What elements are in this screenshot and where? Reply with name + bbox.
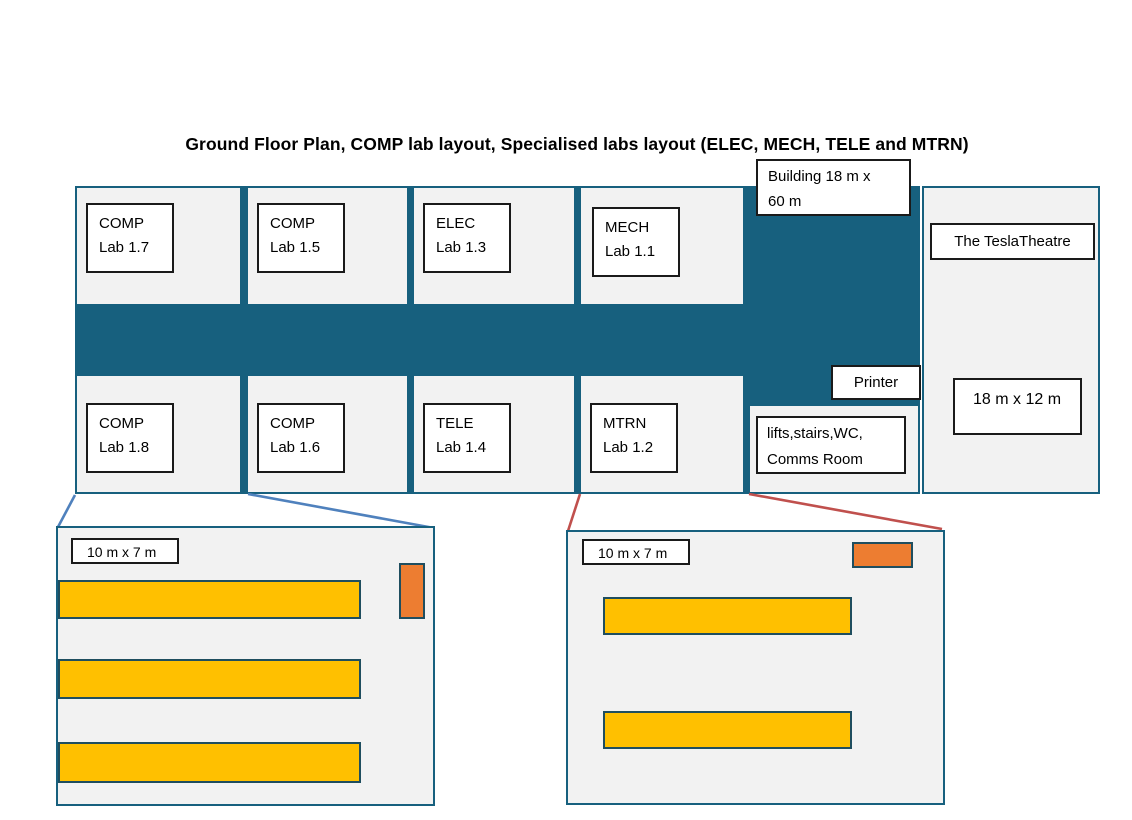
room-label-line1: MTRN (603, 415, 647, 432)
room-label-mtrn-lab-1-2: MTRN Lab 1.2 (590, 403, 678, 473)
specialised-lab-dimensions-label: 10 m x 7 m (582, 539, 690, 565)
room-label-comp-lab-1-8: COMP Lab 1.8 (86, 403, 174, 473)
equipment-desk (399, 563, 425, 619)
building-size-line1: Building 18 m x (768, 168, 871, 185)
comp-lab-dimensions-label: 10 m x 7 m (71, 538, 179, 564)
building-size-label: Building 18 m x 60 m (756, 159, 911, 216)
room-label-line2: Lab 1.1 (605, 243, 656, 260)
lab-bench (58, 742, 361, 783)
services-label-line1: lifts,stairs,WC, (767, 425, 863, 442)
room-tele-lab-1-4: TELE Lab 1.4 (412, 374, 576, 494)
services-label-line2: Comms Room (767, 451, 863, 468)
room-label-tele-lab-1-4: TELE Lab 1.4 (423, 403, 511, 473)
building-size-line2: 60 m (768, 193, 802, 210)
room-label-line2: Lab 1.4 (436, 439, 487, 456)
room-comp-lab-1-8: COMP Lab 1.8 (75, 374, 242, 494)
room-label-elec-lab-1-3: ELEC Lab 1.3 (423, 203, 511, 273)
callout-line-spec-left (566, 493, 582, 532)
lab-bench (603, 711, 852, 749)
room-label-line1: COMP (99, 415, 144, 432)
room-mech-lab-1-1: MECH Lab 1.1 (579, 186, 745, 306)
room-elec-lab-1-3: ELEC Lab 1.3 (412, 186, 576, 306)
lab-bench (58, 580, 361, 619)
printer-label: Printer (831, 365, 921, 400)
room-label-line1: ELEC (436, 215, 476, 232)
room-label-line2: Lab 1.2 (603, 439, 654, 456)
room-label-line2: Lab 1.6 (270, 439, 321, 456)
room-label-line2: Lab 1.3 (436, 239, 487, 256)
room-mtrn-lab-1-2: MTRN Lab 1.2 (579, 374, 745, 494)
room-label-line1: TELE (436, 415, 474, 432)
theatre-dimensions-label: 18 m x 12 m (953, 378, 1082, 435)
room-label-comp-lab-1-7: COMP Lab 1.7 (86, 203, 174, 273)
room-label-comp-lab-1-6: COMP Lab 1.6 (257, 403, 345, 473)
room-label-comp-lab-1-5: COMP Lab 1.5 (257, 203, 345, 273)
room-label-mech-lab-1-1: MECH Lab 1.1 (592, 207, 680, 277)
room-comp-lab-1-6: COMP Lab 1.6 (246, 374, 409, 494)
room-label-line1: MECH (605, 219, 650, 236)
services-label: lifts,stairs,WC, Comms Room (756, 416, 906, 474)
page-title: Ground Floor Plan, COMP lab layout, Spec… (185, 134, 969, 154)
room-label-line1: COMP (99, 215, 144, 232)
room-tesla-theatre: The TeslaTheatre 18 m x 12 m (922, 186, 1100, 494)
callout-line-spec-right (748, 492, 943, 531)
room-services: lifts,stairs,WC, Comms Room (748, 404, 920, 494)
room-comp-lab-1-5: COMP Lab 1.5 (246, 186, 409, 306)
room-label-line2: Lab 1.5 (270, 239, 321, 256)
specialised-lab-detail: 10 m x 7 m (566, 530, 945, 805)
callout-line-comp-left (56, 494, 77, 528)
equipment-desk (852, 542, 913, 568)
room-label-line1: COMP (270, 415, 315, 432)
theatre-label: The TeslaTheatre (930, 223, 1095, 260)
lab-bench (58, 659, 361, 699)
room-label-line1: COMP (270, 215, 315, 232)
callout-line-comp-right (247, 492, 435, 530)
room-label-line2: Lab 1.7 (99, 239, 150, 256)
comp-lab-detail: 10 m x 7 m (56, 526, 435, 806)
room-label-line2: Lab 1.8 (99, 439, 150, 456)
lab-bench (603, 597, 852, 635)
room-comp-lab-1-7: COMP Lab 1.7 (75, 186, 242, 306)
